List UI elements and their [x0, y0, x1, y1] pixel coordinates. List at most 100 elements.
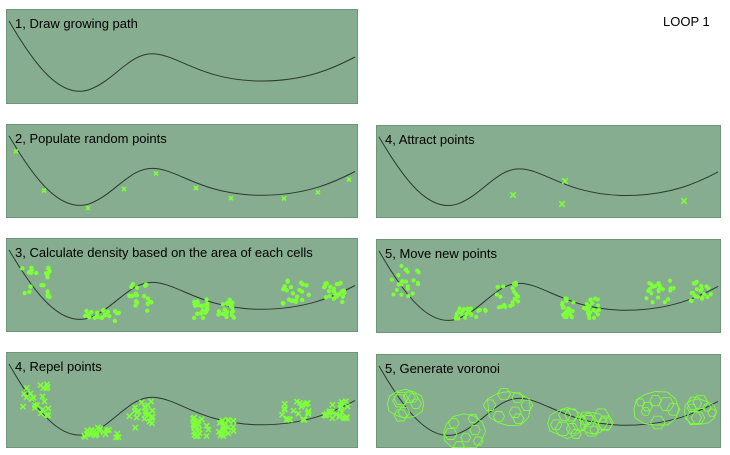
voronoi-cell	[508, 406, 522, 418]
voronoi-cell	[453, 441, 465, 448]
repelled-point	[298, 403, 305, 411]
moved-point	[671, 286, 676, 291]
density-point	[134, 285, 140, 290]
voronoi-cell	[702, 403, 712, 412]
moved-point	[667, 278, 673, 283]
moved-point	[650, 284, 656, 289]
density-point	[230, 300, 235, 306]
repelled-point	[219, 417, 226, 424]
repelled-point	[23, 394, 30, 401]
repelled-point	[37, 410, 45, 417]
voronoi-outline	[633, 391, 680, 426]
voronoi-cell	[469, 425, 481, 436]
voronoi-cell	[583, 422, 600, 437]
density-point	[195, 299, 200, 304]
voronoi-cell	[496, 387, 512, 401]
density-point	[45, 266, 51, 271]
moved-point	[595, 303, 601, 308]
density-point	[304, 283, 309, 288]
moved-point	[399, 292, 404, 297]
repelled-point	[81, 432, 88, 440]
moved-point	[474, 314, 479, 319]
panel-calculate-density-label: 3, Calculate density based on the area o…	[15, 245, 313, 260]
density-point	[34, 270, 39, 276]
moved-point	[512, 296, 518, 301]
moved-point	[477, 307, 482, 313]
moved-point	[498, 294, 503, 299]
repelled-point	[203, 432, 210, 440]
moved-point	[657, 283, 662, 288]
moved-point	[396, 273, 401, 278]
repelled-point	[337, 401, 344, 409]
repelled-point	[190, 414, 198, 421]
density-point	[340, 299, 345, 305]
repelled-point	[88, 426, 95, 434]
repelled-point	[281, 400, 288, 408]
density-point	[282, 284, 287, 289]
attracted-point	[680, 197, 688, 205]
density-point	[216, 309, 222, 314]
loop-label: LOOP 1	[663, 14, 710, 29]
voronoi-cell	[393, 391, 409, 406]
moved-point	[647, 286, 653, 292]
attracted-point	[509, 191, 517, 199]
density-point	[224, 301, 230, 306]
voronoi-cell	[392, 394, 408, 408]
panel-repel-points-label: 4, Repel points	[15, 359, 102, 374]
repelled-point	[126, 413, 133, 420]
moved-point	[415, 282, 421, 287]
density-point	[336, 291, 342, 297]
moved-point	[695, 294, 701, 299]
repelled-point	[329, 415, 336, 422]
density-point	[112, 318, 118, 324]
repelled-point	[194, 432, 202, 440]
repelled-point	[343, 413, 350, 421]
voronoi-outline	[487, 391, 531, 427]
repelled-point	[34, 401, 41, 409]
growing-path-curve	[8, 135, 356, 206]
random-point	[315, 189, 321, 195]
moved-point	[694, 287, 700, 292]
repelled-point	[104, 427, 111, 434]
moved-point	[568, 308, 573, 313]
repelled-point	[190, 421, 197, 428]
growing-path-curve	[378, 250, 719, 321]
repelled-point	[19, 403, 27, 410]
voronoi-cell	[578, 411, 594, 426]
repelled-point	[293, 398, 301, 405]
voronoi-outline	[387, 388, 425, 419]
repelled-point	[304, 400, 311, 407]
growing-path-curve	[8, 249, 356, 320]
moved-point	[595, 312, 601, 317]
moved-point	[705, 294, 710, 300]
moved-point	[584, 301, 589, 306]
repelled-point	[198, 416, 205, 423]
density-point	[230, 309, 235, 314]
moved-point	[644, 296, 649, 301]
moved-point	[650, 300, 655, 305]
moved-point	[560, 300, 565, 306]
repelled-point	[134, 409, 141, 416]
density-point	[95, 314, 100, 319]
panel-attract-points: 4, Attract points	[376, 125, 721, 218]
repelled-point	[132, 424, 139, 431]
panel-generate-voronoi: 5, Generate voronoi	[376, 354, 721, 448]
density-point	[28, 284, 33, 289]
voronoi-cell	[511, 392, 524, 403]
repelled-point	[230, 423, 237, 431]
density-point	[280, 300, 286, 306]
panel-attract-points-graphic	[376, 125, 721, 218]
repelled-point	[193, 433, 200, 440]
density-point	[342, 290, 347, 295]
density-point	[148, 299, 153, 305]
voronoi-outline	[580, 412, 609, 435]
moved-point	[510, 300, 515, 305]
density-point	[306, 292, 312, 298]
panel-draw-path-graphic	[6, 9, 358, 104]
moved-point	[516, 294, 521, 299]
density-point	[290, 291, 296, 296]
repelled-point	[148, 398, 155, 405]
density-point	[105, 309, 111, 314]
moved-point	[399, 282, 404, 287]
moved-point	[394, 287, 399, 293]
